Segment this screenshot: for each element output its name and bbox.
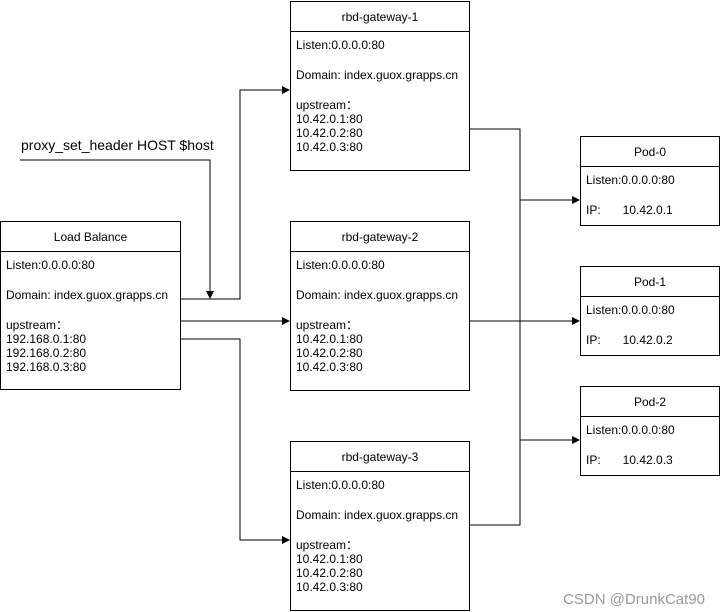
- pod-title: Pod-1: [581, 267, 719, 297]
- gateway-title: rbd-gateway-1: [291, 2, 469, 32]
- upstream-entry: 10.42.0.1:80: [296, 552, 363, 566]
- upstream-entry: 10.42.0.2:80: [296, 126, 363, 140]
- ip-label: IP:: [586, 333, 601, 347]
- upstream-label: upstream：: [296, 318, 359, 332]
- domain-text: Domain: index.guox.grapps.cn: [296, 508, 459, 522]
- load-balance-node: Load Balance Listen:0.0.0.0:80 Domain: i…: [0, 221, 181, 390]
- pod-title: Pod-0: [581, 137, 719, 167]
- listen-text: Listen:0.0.0.0:80: [586, 303, 675, 317]
- upstream-entry: 10.42.0.3:80: [296, 360, 363, 374]
- annotation-arrow: [20, 159, 214, 299]
- proxy-header-annotation: proxy_set_header HOST $host: [21, 137, 214, 153]
- pod-0-node: Pod-0 Listen:0.0.0.0:80 IP: 10.42.0.1: [580, 136, 720, 226]
- load-balance-title: Load Balance: [1, 222, 180, 252]
- upstream-entry: 10.42.0.2:80: [296, 566, 363, 580]
- domain-text: Domain: index.guox.grapps.cn: [6, 288, 169, 302]
- listen-text: Listen:0.0.0.0:80: [586, 423, 675, 437]
- ip-label: IP:: [586, 453, 601, 467]
- listen-text: Listen:0.0.0.0:80: [586, 173, 675, 187]
- upstream-entry: 10.42.0.1:80: [296, 332, 363, 346]
- pod-2-node: Pod-2 Listen:0.0.0.0:80 IP: 10.42.0.3: [580, 386, 720, 476]
- domain-text: Domain: index.guox.grapps.cn: [296, 68, 459, 82]
- upstream-entry: 192.168.0.3:80: [6, 360, 87, 374]
- gateway-1-to-bus: [470, 128, 521, 526]
- upstream-entry: 10.42.0.1:80: [296, 112, 363, 126]
- upstream-label: upstream：: [296, 98, 359, 112]
- gateway-2-node: rbd-gateway-2 Listen:0.0.0.0:80 Domain: …: [290, 221, 470, 391]
- gateway-3-node: rbd-gateway-3 Listen:0.0.0.0:80 Domain: …: [290, 441, 470, 611]
- ip-value: 10.42.0.3: [622, 453, 673, 467]
- domain-text: Domain: index.guox.grapps.cn: [296, 288, 459, 302]
- upstream-entry: 10.42.0.2:80: [296, 346, 363, 360]
- upstream-entry: 192.168.0.1:80: [6, 332, 87, 346]
- upstream-label: upstream：: [6, 318, 69, 332]
- ip-label: IP:: [586, 203, 601, 217]
- pod-title: Pod-2: [581, 387, 719, 417]
- listen-text: Listen:0.0.0.0:80: [296, 258, 385, 272]
- watermark: CSDN @DrunkCat90: [563, 591, 705, 608]
- pod-1-node: Pod-1 Listen:0.0.0.0:80 IP: 10.42.0.2: [580, 266, 720, 356]
- gateway-title: rbd-gateway-3: [291, 442, 469, 472]
- listen-text: Listen:0.0.0.0:80: [6, 258, 95, 272]
- ip-value: 10.42.0.2: [622, 333, 673, 347]
- ip-value: 10.42.0.1: [622, 203, 673, 217]
- upstream-entry: 10.42.0.3:80: [296, 580, 363, 594]
- upstream-entry: 10.42.0.3:80: [296, 140, 363, 154]
- lb-to-gateway-1-arrow: [181, 86, 290, 300]
- upstream-label: upstream：: [296, 538, 359, 552]
- upstream-entry: 192.168.0.2:80: [6, 346, 87, 360]
- listen-text: Listen:0.0.0.0:80: [296, 38, 385, 52]
- listen-text: Listen:0.0.0.0:80: [296, 478, 385, 492]
- gateway-1-node: rbd-gateway-1 Listen:0.0.0.0:80 Domain: …: [290, 1, 470, 171]
- gateway-title: rbd-gateway-2: [291, 222, 469, 252]
- lb-to-gateway-3-arrow: [181, 338, 290, 544]
